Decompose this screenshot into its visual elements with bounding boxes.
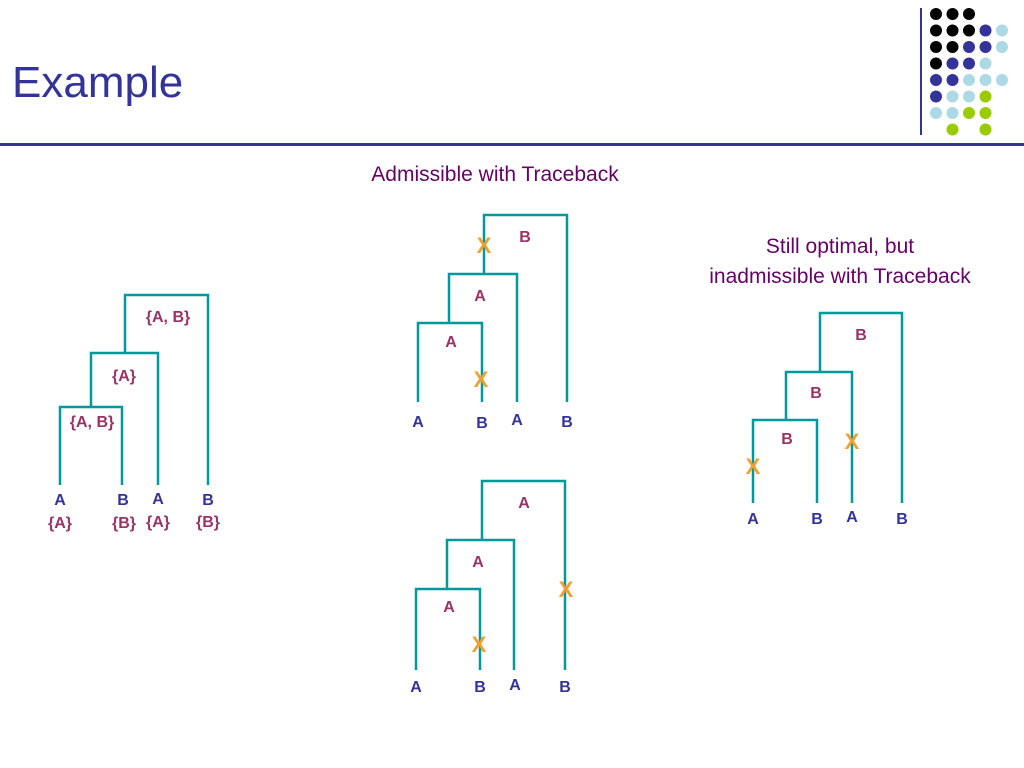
tree-admissible-2-edges — [414, 479, 567, 670]
tree-inadmissible-leaf-3: A — [846, 509, 858, 526]
tree-admissible-2-change-mark-2: X — [472, 632, 487, 657]
caption-admissible: Admissible with Traceback — [371, 163, 619, 186]
tree-admissible-2-change-mark-1: X — [559, 577, 574, 602]
tree-inadmissible-edges — [751, 311, 904, 503]
tree-admissible-1-leaf-4: B — [561, 414, 573, 431]
tree-sets-low-set: {A, B} — [70, 414, 114, 431]
tree-sets-leaf-3: A — [152, 491, 164, 508]
tree-inadmissible: A B A B B B B X X — [746, 311, 908, 528]
tree-admissible-2: A B A B A A A X X — [410, 479, 574, 696]
tree-admissible-2-leaf-2: B — [474, 679, 486, 696]
tree-sets-edges — [58, 293, 210, 485]
tree-inadmissible-low-state: B — [781, 431, 793, 448]
title-divider — [0, 143, 1024, 146]
tree-admissible-1-leaf-2: B — [476, 415, 488, 432]
tree-inadmissible-leaf-1: A — [747, 511, 759, 528]
tree-inadmissible-leaf-4: B — [896, 511, 908, 528]
tree-admissible-2-leaf-4: B — [559, 679, 571, 696]
tree-inadmissible-change-mark-1: X — [845, 429, 860, 454]
tree-admissible-1-leaf-1: A — [412, 414, 424, 431]
tree-sets-leaf-set-4: {B} — [196, 514, 220, 531]
tree-inadmissible-mid-state: B — [810, 385, 822, 402]
tree-sets-leaf-1: A — [54, 492, 66, 509]
tree-sets-mid-set: {A} — [112, 368, 136, 385]
tree-admissible-1-leaf-3: A — [511, 412, 523, 429]
tree-sets-root-set: {A, B} — [146, 309, 190, 326]
tree-admissible-1-change-mark-1: X — [477, 233, 492, 258]
tree-admissible-2-mid-state: A — [472, 554, 484, 571]
tree-inadmissible-leaf-2: B — [811, 511, 823, 528]
tree-admissible-2-leaf-3: A — [509, 677, 521, 694]
tree-admissible-1-root-state: B — [519, 229, 531, 246]
tree-admissible-1-edges — [416, 213, 569, 402]
tree-sets: A B A B {A} {B} {A} {B} {A, B} {A} {A, B… — [48, 293, 220, 532]
tree-sets-leaf-set-2: {B} — [112, 515, 136, 532]
tree-sets-leaf-set-1: {A} — [48, 515, 72, 532]
tree-sets-leaf-2: B — [117, 492, 129, 509]
header-vertical-divider — [920, 8, 922, 135]
slide-title: Example — [12, 58, 184, 107]
tree-admissible-1: A B A B B A A X X — [412, 213, 573, 432]
tree-admissible-1-low-state: A — [445, 334, 457, 351]
caption-inadmissible-line-2: inadmissible with Traceback — [709, 265, 971, 288]
caption-inadmissible: Still optimal, but inadmissible with Tra… — [660, 232, 1020, 292]
tree-inadmissible-root-state: B — [855, 327, 867, 344]
tree-admissible-2-low-state: A — [443, 599, 455, 616]
tree-sets-leaf-set-3: {A} — [146, 514, 170, 531]
tree-sets-leaf-4: B — [202, 492, 214, 509]
tree-admissible-2-root-state: A — [518, 495, 530, 512]
caption-inadmissible-line-1: Still optimal, but — [765, 235, 915, 258]
tree-admissible-2-leaf-1: A — [410, 679, 422, 696]
tree-inadmissible-change-mark-2: X — [746, 454, 761, 479]
tree-admissible-1-mid-state: A — [474, 288, 486, 305]
tree-admissible-1-change-mark-2: X — [474, 367, 489, 392]
